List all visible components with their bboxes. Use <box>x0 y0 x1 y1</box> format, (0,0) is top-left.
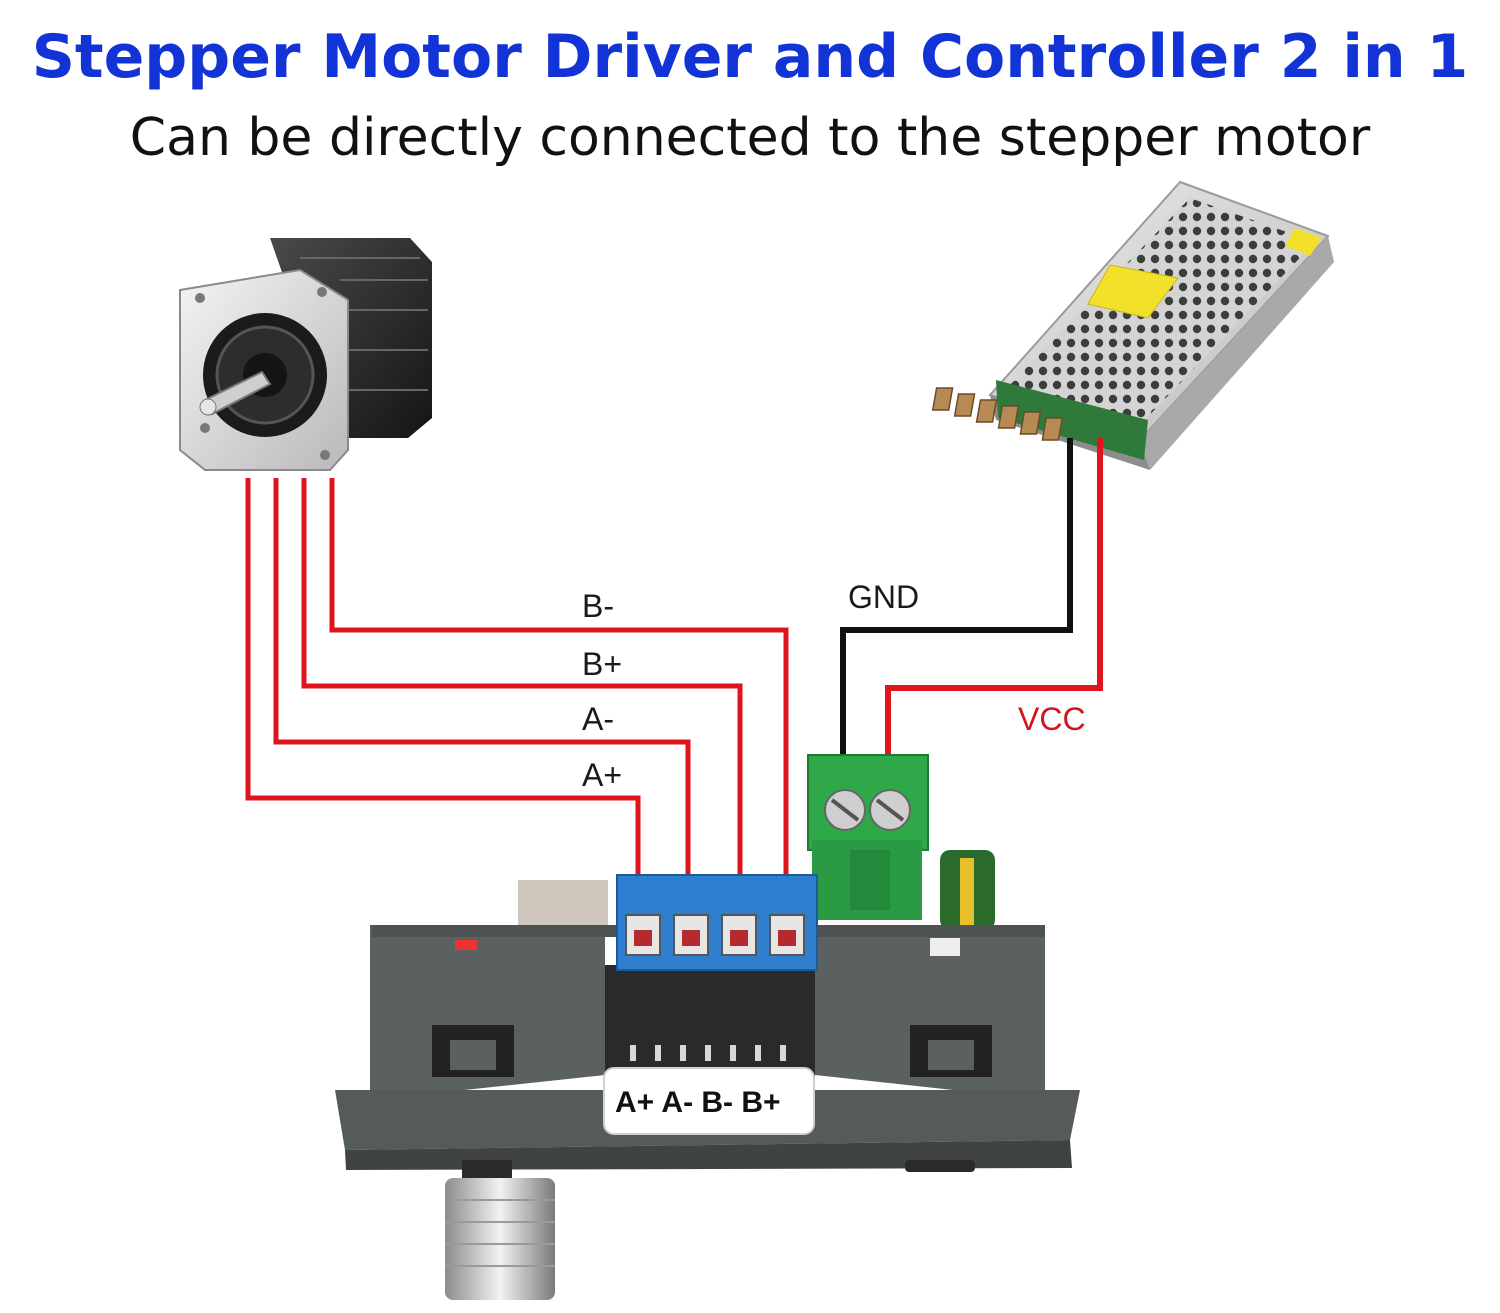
motor-wires <box>245 478 789 945</box>
wire-vcc <box>885 438 1103 800</box>
controller-board-image: A+ A- B- B+ <box>335 754 1080 1300</box>
page-subtitle: Can be directly connected to the stepper… <box>129 108 1371 168</box>
terminal-label: A+ A- B- B+ <box>615 1086 781 1119</box>
wire-b-minus <box>329 478 789 945</box>
label-a-plus: A+ <box>582 757 622 793</box>
wire-a-plus <box>245 478 641 945</box>
power-supply-image <box>931 180 1334 470</box>
page-title: Stepper Motor Driver and Controller 2 in… <box>31 22 1469 92</box>
label-gnd: GND <box>848 579 919 615</box>
wire-a-minus <box>273 478 691 945</box>
wire-gnd <box>840 438 1073 800</box>
label-b-minus: B- <box>582 588 614 624</box>
label-vcc: VCC <box>1018 701 1086 737</box>
stepper-motor-image <box>179 238 432 471</box>
wire-b-plus <box>301 478 743 945</box>
label-a-minus: A- <box>582 701 614 737</box>
label-b-plus: B+ <box>582 646 622 682</box>
